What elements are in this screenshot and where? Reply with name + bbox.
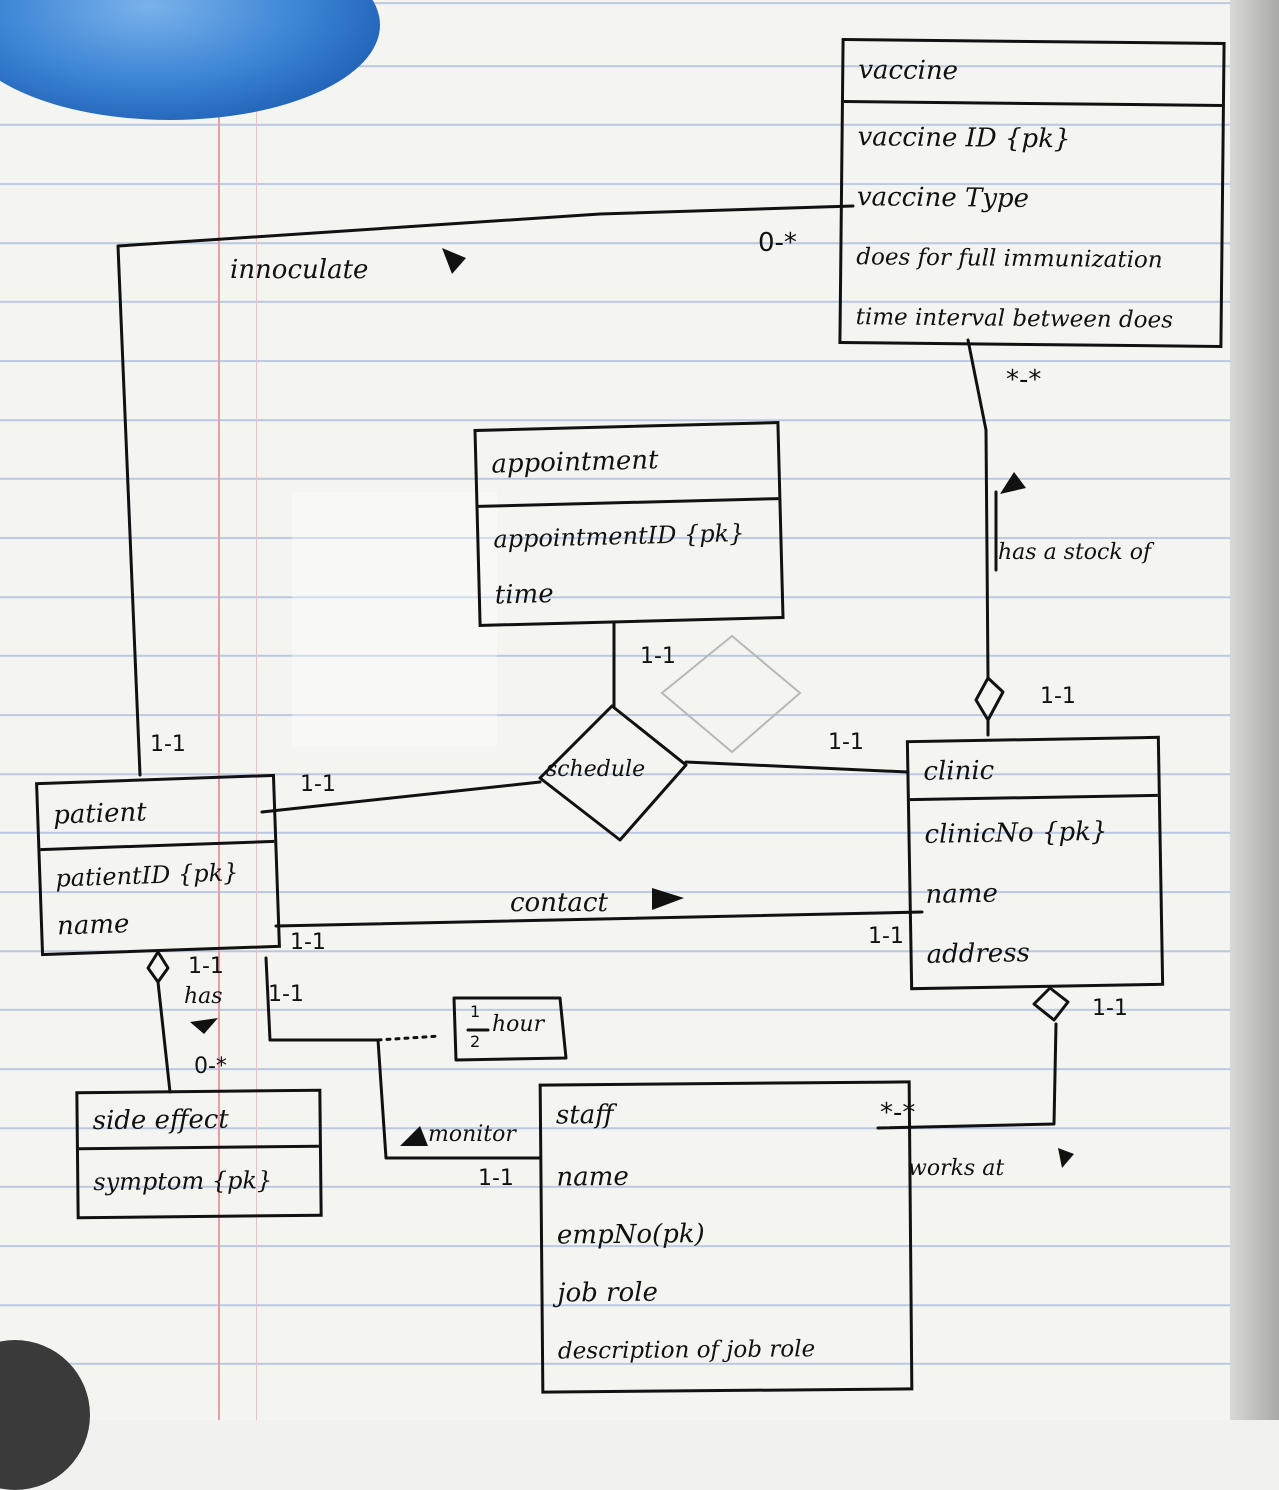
schedule-patient-mult: 1-1 bbox=[300, 772, 336, 797]
patient-entity: patient patientID {pk} name bbox=[35, 773, 281, 957]
notebook-paper bbox=[0, 0, 1279, 1420]
staff-entity: staff name empNo(pk) job role descriptio… bbox=[538, 1080, 914, 1394]
schedule-label: schedule bbox=[546, 757, 646, 782]
patient-has-aggregation-icon bbox=[146, 950, 170, 984]
staff-attr-name: name bbox=[556, 1161, 629, 1193]
patient-entity-name: patient bbox=[52, 797, 148, 831]
has-side-effect-mult: 0-* bbox=[194, 1054, 227, 1079]
inoculate-line bbox=[116, 204, 855, 777]
clinic-attr-no: clinicNo {pk} bbox=[924, 816, 1108, 850]
staff-attr-job-description: description of job role bbox=[557, 1336, 816, 1365]
appointment-attr-id: appointmentID {pk} bbox=[492, 518, 745, 554]
monitor-note-dash bbox=[376, 1034, 442, 1042]
clinic-stock-aggregation-icon bbox=[974, 676, 1005, 722]
staff-attr-job-role: job role bbox=[557, 1277, 659, 1309]
erased-diamond bbox=[660, 634, 802, 754]
monitor-staff-mult: 1-1 bbox=[478, 1166, 514, 1191]
has-patient-mult: 1-1 bbox=[188, 954, 224, 979]
monitor-note-box bbox=[452, 996, 568, 1062]
inoculate-label: innoculate bbox=[230, 255, 369, 285]
inoculate-vaccine-mult: 0-* bbox=[758, 228, 797, 258]
has-stock-vaccine-mult: *-* bbox=[1006, 365, 1042, 395]
patient-attr-name: name bbox=[56, 909, 130, 942]
erased-sketch bbox=[292, 492, 497, 747]
monitor-note-denominator: 2 bbox=[470, 1032, 481, 1051]
margin-line-secondary bbox=[256, 0, 257, 1420]
clinic-entity-name: clinic bbox=[923, 755, 995, 787]
schedule-diamond bbox=[538, 704, 688, 842]
staff-attr-empno: empNo(pk) bbox=[556, 1219, 705, 1251]
works-at-line bbox=[876, 1022, 1058, 1130]
contact-label: contact bbox=[510, 888, 608, 918]
monitor-note-unit: hour bbox=[492, 1012, 545, 1037]
contact-patient-mult: 1-1 bbox=[290, 930, 326, 955]
has-stock-direction-icon bbox=[1000, 472, 1026, 494]
appointment-entity-name: appointment bbox=[491, 445, 659, 480]
patient-attr-id: patientID {pk} bbox=[54, 858, 239, 893]
vaccine-attr-interval: time interval between does bbox=[855, 304, 1174, 334]
monitor-label: monitor bbox=[428, 1122, 516, 1147]
vaccine-attr-id: vaccine ID {pk} bbox=[857, 122, 1071, 155]
schedule-clinic-line bbox=[684, 760, 910, 774]
page-edge bbox=[1230, 0, 1279, 1420]
appointment-entity: appointment appointmentID {pk} time bbox=[473, 421, 785, 627]
has-stock-line bbox=[966, 338, 990, 680]
side-effect-attr-symptom: symptom {pk} bbox=[93, 1166, 273, 1197]
inoculate-direction-icon bbox=[442, 248, 466, 274]
works-at-staff-mult: *-* bbox=[880, 1098, 916, 1128]
clinic-entity: clinic clinicNo {pk} name address bbox=[905, 735, 1165, 991]
has-label: has bbox=[184, 984, 223, 1009]
works-at-label: works at bbox=[908, 1156, 1005, 1181]
clinic-staff-aggregation-icon bbox=[1032, 986, 1070, 1022]
works-at-clinic-mult: 1-1 bbox=[1092, 996, 1128, 1021]
clinic-attr-address: address bbox=[926, 938, 1031, 970]
inoculate-patient-mult: 1-1 bbox=[150, 732, 186, 757]
appointment-attr-time: time bbox=[494, 579, 555, 611]
contact-line bbox=[274, 910, 924, 928]
vaccine-entity: vaccine vaccine ID {pk} vaccine Type doe… bbox=[838, 37, 1226, 349]
has-direction-icon bbox=[190, 1018, 218, 1034]
contact-direction-icon bbox=[652, 888, 684, 910]
has-stock-clinic-mult: 1-1 bbox=[1040, 684, 1076, 709]
connector-lines bbox=[116, 204, 1074, 1168]
works-at-direction-icon bbox=[1058, 1148, 1074, 1168]
monitor-direction-icon bbox=[400, 1126, 428, 1146]
staff-entity-name: staff bbox=[555, 1099, 614, 1131]
schedule-clinic-mult: 1-1 bbox=[828, 730, 864, 755]
vaccine-entity-name: vaccine bbox=[858, 55, 959, 87]
schedule-patient-line bbox=[260, 780, 542, 814]
has-stock-label: has a stock of bbox=[998, 540, 1152, 565]
clinic-attr-name: name bbox=[925, 878, 999, 910]
side-effect-entity: side effect symptom {pk} bbox=[75, 1088, 323, 1220]
monitor-note-numerator: 1 bbox=[470, 1002, 481, 1021]
vaccine-attr-type: vaccine Type bbox=[856, 182, 1030, 214]
monitor-patient-mult: 1-1 bbox=[268, 982, 304, 1007]
margin-line bbox=[218, 0, 220, 1420]
contact-clinic-mult: 1-1 bbox=[868, 924, 904, 949]
vaccine-attr-doses: does for full immunization bbox=[856, 244, 1163, 274]
has-line bbox=[156, 980, 172, 1094]
schedule-appointment-mult: 1-1 bbox=[640, 644, 676, 669]
side-effect-entity-name: side effect bbox=[92, 1104, 229, 1137]
